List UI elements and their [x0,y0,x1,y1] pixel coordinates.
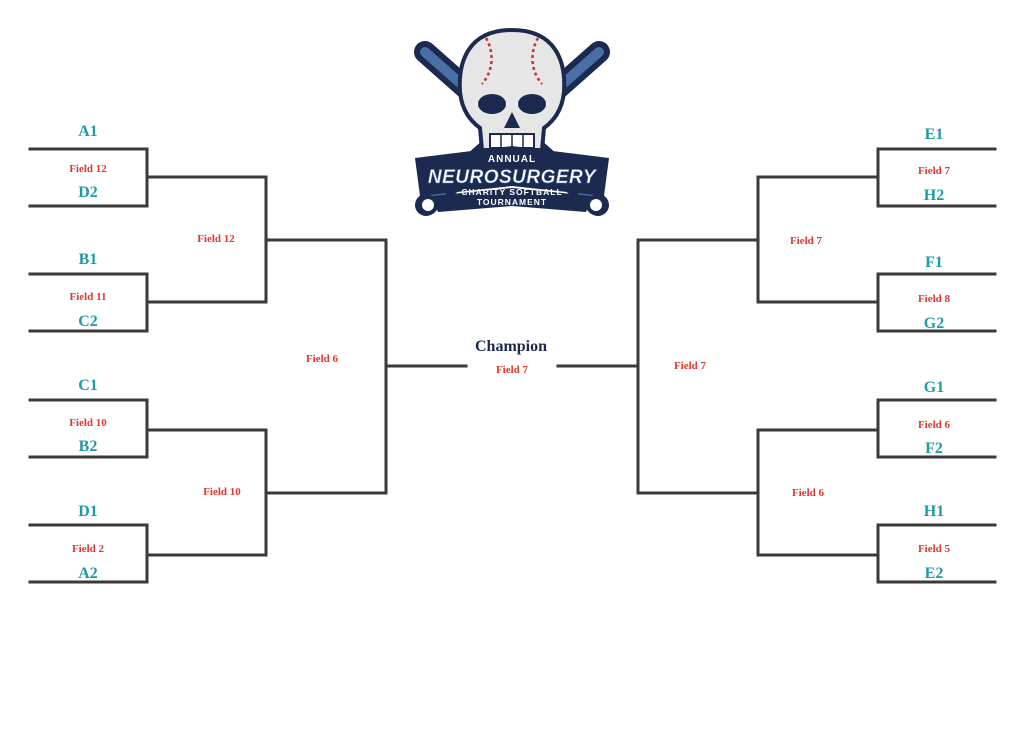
team-label: F1 [925,254,943,271]
team-label: C1 [78,377,98,394]
skull-baseball-icon [457,27,567,152]
team-label: D2 [78,184,98,201]
left-final-line [264,238,388,495]
tournament-logo: ANNUAL NEUROSURGERY CHARITY SOFTBALL TOU… [414,27,610,216]
team-label: F2 [925,440,943,457]
right-bracket-lines [556,147,997,584]
team-label: B2 [79,438,98,455]
field-label: Field 7 [790,235,823,247]
field-label: Field 2 [72,543,105,555]
team-label: G2 [924,315,944,332]
field-label: Field 7 [918,165,951,177]
logo-banner: ANNUAL NEUROSURGERY CHARITY SOFTBALL TOU… [415,146,609,212]
logo-line-annual: ANNUAL [488,154,536,165]
champion-label: Champion [475,338,547,355]
team-label: C2 [78,313,98,330]
field-label: Field 6 [306,353,339,365]
left-bracket-labels: A1 Field 12 D2 B1 Field 11 C2 C1 Field 1… [69,123,338,582]
team-label: H2 [924,187,944,204]
logo-line-charity: CHARITY SOFTBALL [461,187,562,197]
field-label: Field 10 [69,417,107,429]
team-label: E2 [925,565,944,582]
field-label: Field 8 [918,293,951,305]
champion-field-label: Field 7 [496,364,529,376]
logo-line-tournament: TOURNAMENT [477,197,547,207]
field-label: Field 10 [203,486,241,498]
logo-line-neurosurgery: NEUROSURGERY [428,167,598,188]
field-label: Field 12 [69,163,107,175]
left-bracket-lines [28,147,468,584]
team-label: G1 [924,379,944,396]
team-label: B1 [79,251,98,268]
field-label: Field 12 [197,233,235,245]
team-label: D1 [78,503,98,520]
right-bracket-labels: E1 Field 7 H2 F1 Field 8 G2 G1 Field 6 F… [674,126,951,582]
field-label: Field 6 [792,487,825,499]
field-label: Field 7 [674,360,707,372]
field-label: Field 5 [918,543,951,555]
team-label: A1 [78,123,98,140]
field-label: Field 6 [918,419,951,431]
team-label: H1 [924,503,944,520]
team-label: E1 [925,126,944,143]
field-label: Field 11 [70,291,107,303]
champion-slot: Champion Field 7 [475,338,547,376]
team-label: A2 [78,565,98,582]
